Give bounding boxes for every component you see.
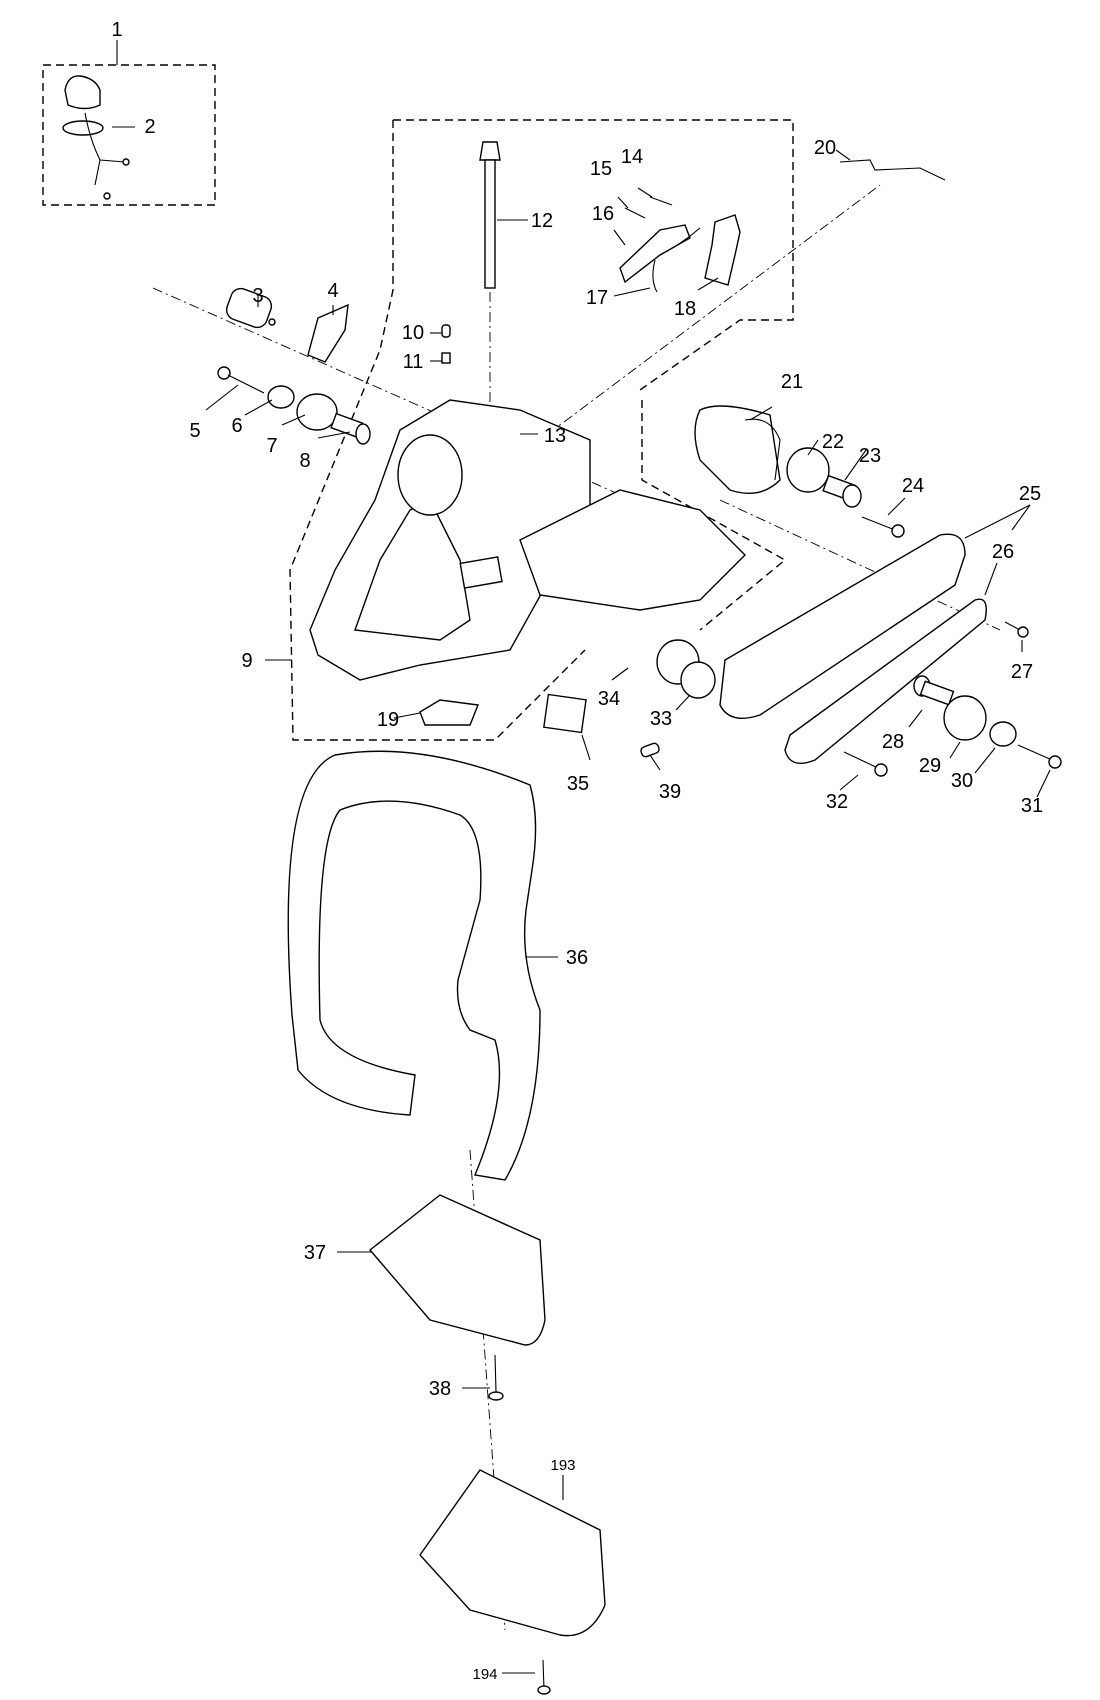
knob-part[interactable] [224,286,276,330]
callout-label: 39 [659,781,681,803]
callout-label: 1 [111,19,122,41]
pin-part[interactable] [649,196,673,206]
handle-cover-part[interactable] [419,1469,606,1637]
callout-label: 7 [266,435,277,457]
spacer-part[interactable] [330,412,371,445]
callout-label: 25 [1019,483,1041,505]
callout-labels: 1 2 3 4 5 6 7 8 9 10 11 12 13 14 15 16 1… [111,19,1043,1683]
throttle-lockout-part[interactable] [619,224,691,284]
callout-label: 23 [859,445,881,467]
front-handle-part[interactable] [287,750,541,1181]
callout-label: 15 [590,158,612,180]
callout-label: 29 [919,755,941,777]
screw-part[interactable] [217,366,265,394]
callout-label: 5 [189,420,200,442]
rubber-buffer-part[interactable] [786,447,830,493]
cable-rod-part[interactable] [479,141,501,289]
callout-label: 36 [566,947,588,969]
screw-part[interactable] [861,516,905,538]
callout-label: 24 [902,475,924,497]
leader-lines [112,40,1051,1674]
callout-label: 18 [674,298,696,320]
callout-label: 34 [598,688,620,710]
rear-handle-tank-part[interactable] [309,399,746,681]
callout-label: 22 [822,431,844,453]
screw-part[interactable] [488,1354,504,1401]
cylinder-cover-part[interactable] [694,405,781,494]
decal-part[interactable] [543,693,587,734]
callout-label: 3 [252,285,263,307]
rubber-buffer-part[interactable] [943,695,987,741]
group-box-throttle [393,119,794,391]
axis-line [499,184,881,471]
callout-label: 30 [951,770,973,792]
washer-part[interactable] [989,721,1017,747]
screw-part[interactable] [843,751,888,777]
callout-label: 31 [1021,795,1043,817]
bracket-assembly-part[interactable] [719,533,966,719]
callout-label: 16 [592,203,614,225]
callout-label: 9 [241,650,252,672]
throttle-trigger-part[interactable] [704,214,741,286]
decal-part[interactable] [307,303,349,363]
plug-part[interactable] [640,742,660,758]
callout-label: 32 [826,791,848,813]
handle-cover-part[interactable] [368,1194,546,1346]
small-screw-part[interactable] [441,352,451,364]
rubber-buffer-part[interactable] [296,393,338,431]
callout-label: 19 [377,709,399,731]
callout-label: 21 [781,371,803,393]
screw-part[interactable] [1017,744,1062,769]
callout-label: 33 [650,708,672,730]
callout-label: 37 [304,1242,326,1264]
callout-label: 38 [429,1378,451,1400]
callout-label: 28 [882,731,904,753]
group-box-handle [289,120,586,741]
spring-part[interactable] [652,227,701,293]
callout-label: 27 [1011,661,1033,683]
callout-label: 35 [567,773,589,795]
throttle-rod-part[interactable] [839,159,946,181]
callout-label: 26 [992,541,1014,563]
plate-part[interactable] [784,598,987,764]
spacer-part[interactable] [913,675,955,706]
callout-label: 6 [231,415,242,437]
callout-label: 17 [586,287,608,309]
callout-label: 11 [403,351,424,373]
callout-label: 8 [299,450,310,472]
callout-label: 13 [544,425,566,447]
screw-part[interactable] [537,1659,551,1695]
screw-part[interactable] [1004,621,1029,638]
group-box-cylinder [641,400,787,631]
group-box-fuel-cap [42,64,216,206]
spacer-part[interactable] [822,474,862,508]
fuel-cap-part[interactable] [62,75,130,200]
axis-line [719,499,1001,631]
washer-part[interactable] [680,661,716,699]
callout-label: 194 [472,1666,497,1683]
decal-part[interactable] [419,699,479,726]
callout-label: 14 [621,146,643,168]
washer-part[interactable] [267,385,295,409]
callout-label: 20 [814,137,836,159]
cap-part[interactable] [441,324,451,338]
pin-part[interactable] [624,207,646,219]
callout-label: 12 [531,210,553,232]
callout-label: 4 [327,280,338,302]
callout-label: 10 [402,322,424,344]
callout-label: 193 [550,1457,575,1474]
callout-label: 2 [144,116,155,138]
